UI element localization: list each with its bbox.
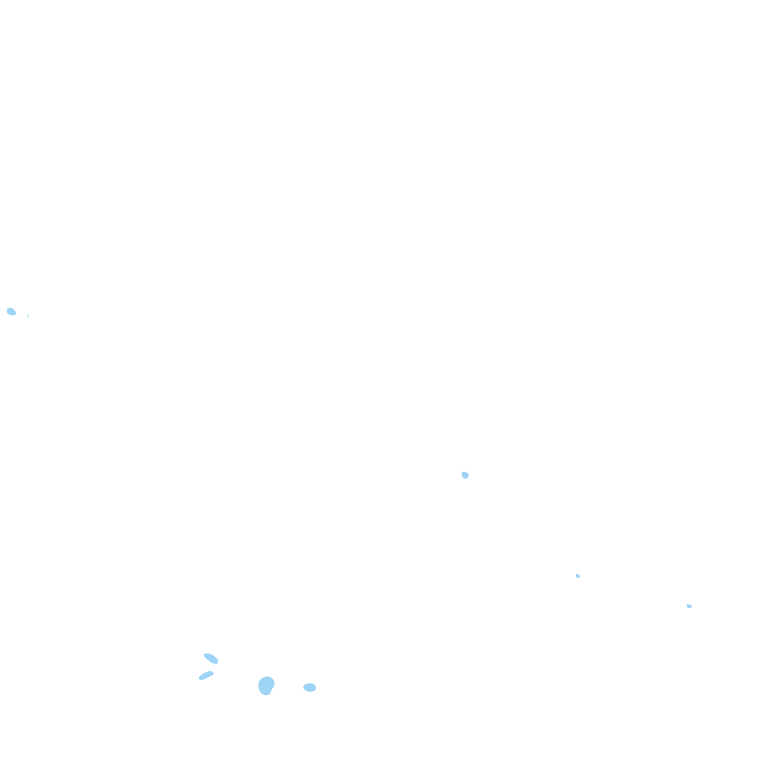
cloud-speck xyxy=(27,314,29,318)
cloud-speck xyxy=(461,471,469,479)
cloud-speck xyxy=(576,574,580,578)
cloud-speck xyxy=(7,307,17,316)
cloud-speck xyxy=(198,671,214,680)
cloud-speck xyxy=(687,604,692,608)
cloud-speck xyxy=(203,653,219,664)
cloud-speck xyxy=(303,683,316,692)
cloud-speck xyxy=(258,676,275,696)
